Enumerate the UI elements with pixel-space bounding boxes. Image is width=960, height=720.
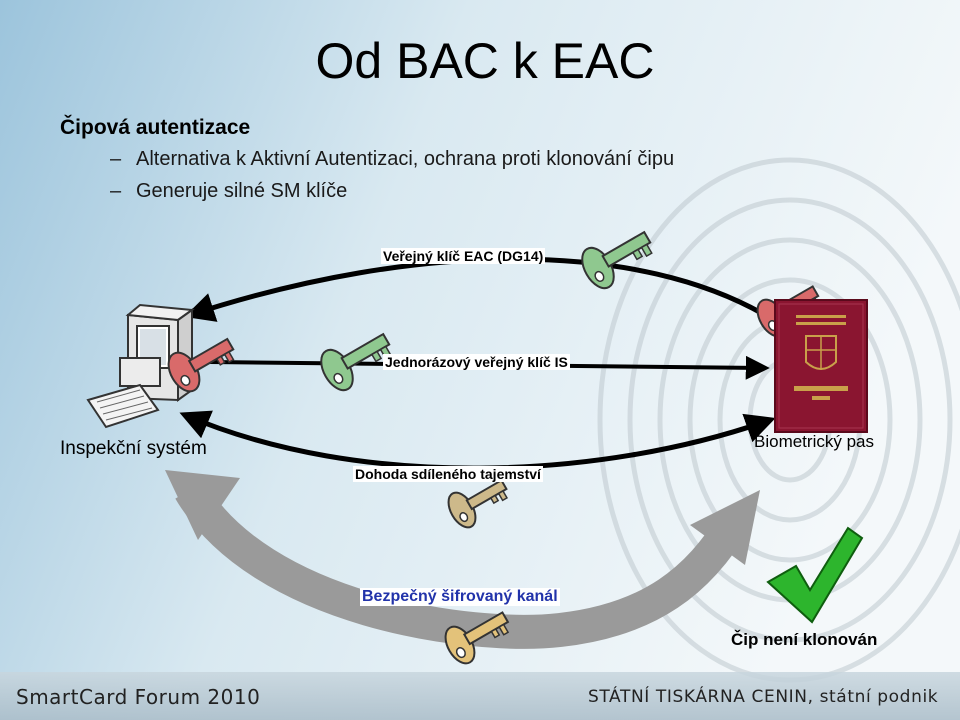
arrow-shared-secret [179, 410, 776, 471]
bullet-marker: – [110, 148, 122, 170]
key-gold-channel-icon [444, 611, 510, 665]
key-tan-shared-icon [447, 478, 508, 529]
result-label: Čip není klonován [731, 630, 878, 649]
key-green-top-icon [581, 230, 653, 290]
arrow-public-key [184, 256, 772, 322]
footer-right: STÁTNÍ TISKÁRNA CENIN, státní podnik [588, 687, 939, 707]
key-red-terminal-icon [167, 337, 235, 393]
bullet-1-text: Alternativa k Aktivní Autentizaci, ochra… [136, 148, 675, 170]
ephemeral-key-label: Jednorázový veřejný klíč IS [383, 354, 570, 370]
biometric-passport-label: Biometrický pas [754, 432, 874, 451]
inspection-system-label: Inspekční systém [60, 438, 207, 459]
section-heading: Čipová autentizace [60, 116, 251, 139]
bullet-marker: – [110, 180, 122, 202]
check-mark-icon [766, 526, 864, 624]
bullet-2: –Generuje silné SM klíče [110, 180, 347, 203]
public-key-label: Veřejný klíč EAC (DG14) [381, 248, 546, 264]
key-green-middle-icon [320, 332, 392, 392]
bullet-2-text: Generuje silné SM klíče [136, 180, 348, 202]
secure-channel-label: Bezpečný šifrovaný kanál [360, 588, 560, 606]
bullet-1: –Alternativa k Aktivní Autentizaci, ochr… [110, 148, 674, 171]
slide-title: Od BAC k EAC [315, 33, 655, 89]
passport-icon [774, 299, 868, 433]
footer-left: SmartCard Forum 2010 [16, 685, 261, 709]
shared-secret-label: Dohoda sdíleného tajemství [353, 466, 543, 482]
computer-icon [86, 303, 195, 429]
secure-channel-arrow [165, 470, 760, 649]
